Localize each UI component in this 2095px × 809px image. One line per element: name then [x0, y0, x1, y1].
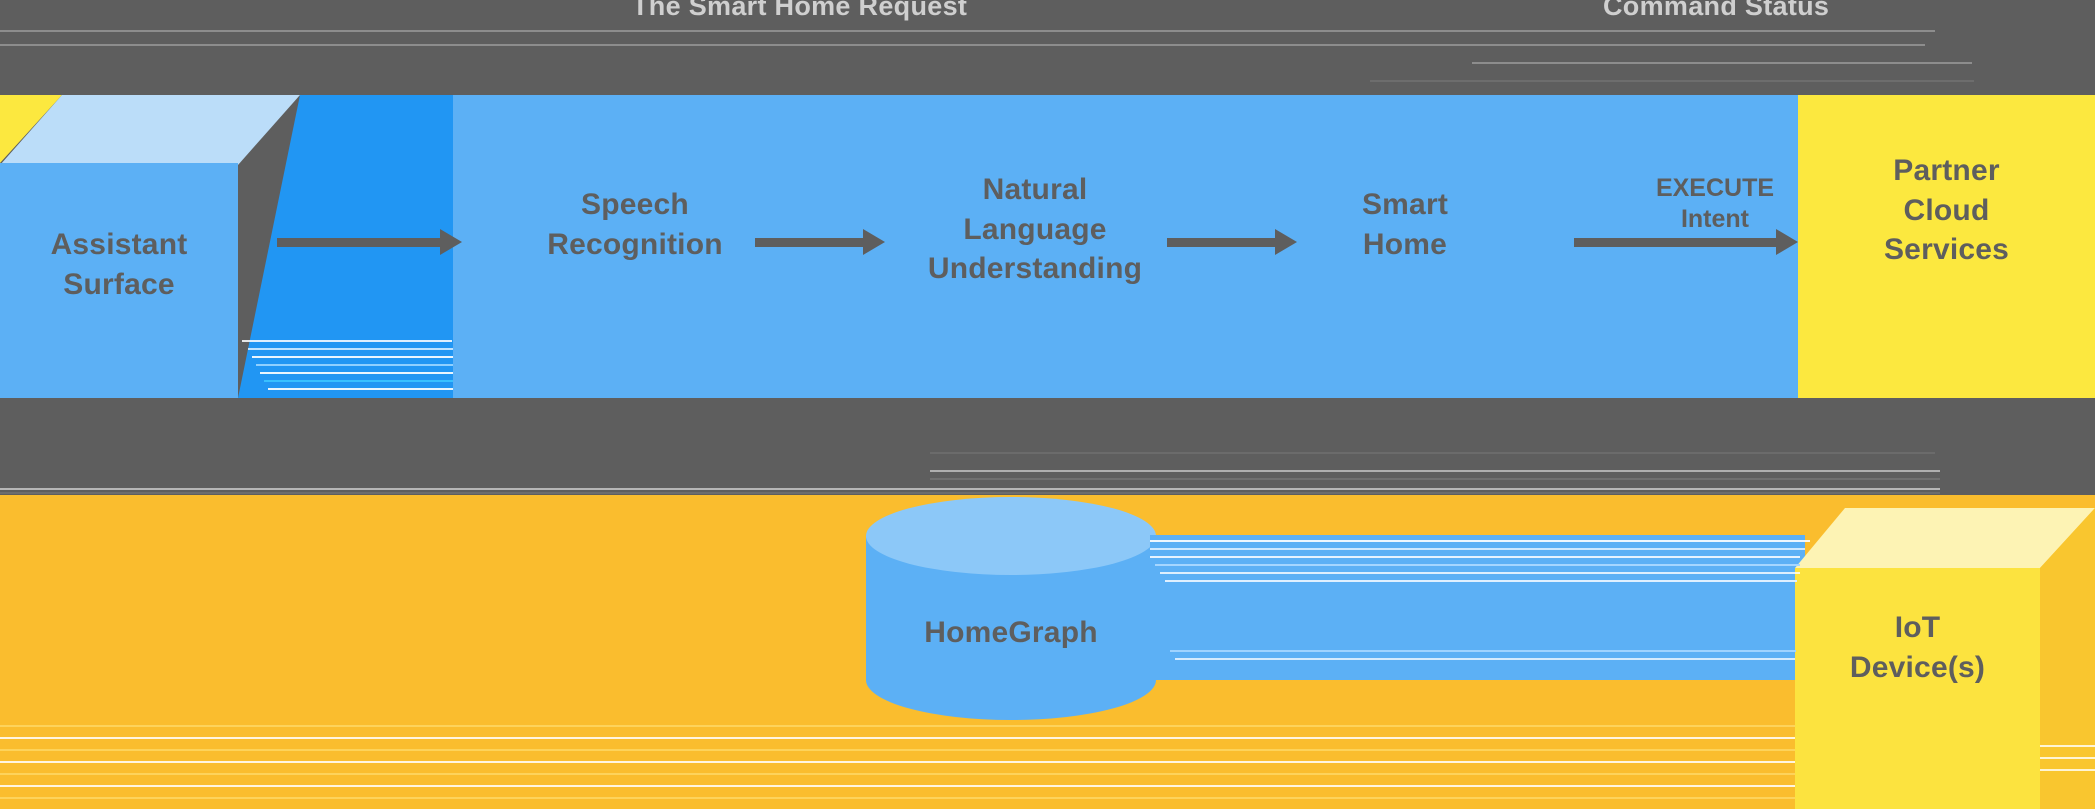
node-assistant-surface[interactable]: Assistant Surface — [0, 163, 238, 398]
title-smart-home-request: The Smart Home Request — [632, 0, 968, 21]
header-rule-right2 — [1370, 80, 1974, 82]
edge-label-execute-intent: EXECUTE Intent — [1630, 173, 1800, 236]
execute-intent-line-1: EXECUTE — [1655, 174, 1775, 202]
partner-cloud-label: Partner Cloud Services — [1883, 154, 2010, 267]
execute-intent-line-2: Intent — [1680, 205, 1750, 234]
node-nlu[interactable]: Natural Language Understanding — [850, 170, 1220, 310]
iot-devices-label: IoT Device(s) — [1849, 611, 1986, 684]
assistant-surface-label: Assistant Surface — [50, 228, 188, 301]
header-rule-mid — [0, 44, 1925, 46]
homegraph-bottom-ellipse — [866, 640, 1156, 720]
pipeline-band — [453, 95, 1798, 398]
speech-recognition-label: Speech Recognition — [547, 188, 723, 261]
nlu-label: Natural Language Understanding — [927, 173, 1143, 286]
node-partner-cloud[interactable]: Partner Cloud Services — [1798, 95, 2095, 398]
arrow-assistant-to-speech — [277, 229, 462, 255]
homegraph-link-band — [1150, 535, 1805, 680]
smart-home-label: Smart Home — [1361, 188, 1449, 261]
arrow-nlu-to-smarthome — [1167, 229, 1297, 255]
node-iot-devices[interactable]: IoT Device(s) — [1795, 568, 2040, 809]
iot-device-top-face — [1795, 508, 2095, 568]
node-speech-recognition[interactable]: Speech Recognition — [470, 185, 800, 285]
title-command-status: Command Status — [1603, 0, 1830, 21]
arrow-speech-to-nlu — [755, 229, 885, 255]
header-rule-right — [1472, 62, 1972, 64]
header-rule-left — [0, 30, 1935, 32]
arrow-smarthome-to-partnercloud — [1574, 229, 1798, 255]
node-smart-home[interactable]: Smart Home — [1260, 185, 1550, 285]
homegraph-top-ellipse — [866, 497, 1156, 575]
